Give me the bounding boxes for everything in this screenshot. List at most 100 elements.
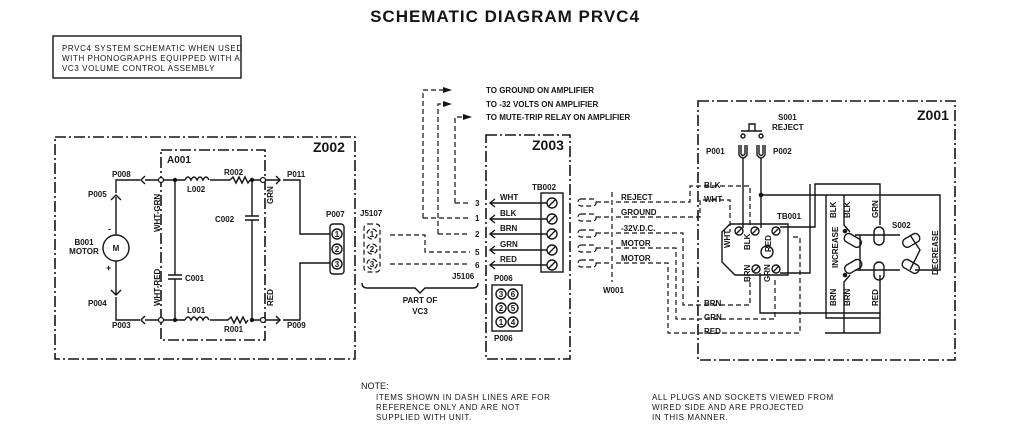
wht-grn-label: WHT-GRN: [153, 194, 162, 232]
s001-label: S001: [778, 113, 797, 122]
s002-blk: BLK: [829, 201, 838, 218]
note-line: ITEMS SHOWN IN DASH LINES ARE FOR: [376, 393, 551, 402]
tb002-wire-label: BRN: [500, 224, 518, 233]
s002-brn: BRN: [829, 288, 838, 306]
pin-number: 2: [475, 230, 480, 239]
note-heading: NOTE:: [361, 381, 389, 391]
red-label: RED: [704, 327, 721, 336]
p002-lug: [756, 145, 766, 228]
p006-pin: 1: [499, 318, 504, 327]
grn-label: GRN: [266, 186, 275, 204]
resistor-r002: [229, 175, 251, 185]
part-of-label: VC3: [412, 307, 428, 316]
tb001-grn: GRN: [763, 264, 772, 282]
tb001-blk: BLK: [743, 233, 752, 250]
tb002-terminal-block: [540, 192, 564, 273]
j5107-pin: 3: [370, 260, 375, 269]
z002-assembly: Z002 A001 M B001 MOTOR - + P005 P004 P00…: [54, 136, 356, 360]
motor-plus: +: [106, 263, 111, 273]
amp-line-mute: TO MUTE-TRIP RELAY ON AMPLIFIER: [486, 113, 631, 122]
p001-label: P001: [706, 147, 725, 156]
tb002-wire-label: WHT: [500, 193, 518, 202]
p006-pin: 3: [499, 290, 504, 299]
s002-blk: BLK: [843, 201, 852, 218]
reject-label: REJECT: [772, 123, 804, 132]
capacitor-c001: [168, 180, 182, 320]
s002-switch: [855, 234, 921, 271]
tb002-label: TB002: [532, 183, 557, 192]
diagram-title: SCHEMATIC DIAGRAM PRVC4: [370, 7, 640, 26]
p007-connector: [329, 223, 345, 275]
s001-pushbutton: [741, 123, 762, 132]
p007-pin: 1: [335, 230, 340, 239]
l001-label: L001: [187, 306, 206, 315]
w001-harness: REJECT GROUND -32V.D.C. MOTOR MOTOR W001: [577, 185, 801, 334]
blk-label: BLK: [704, 181, 721, 190]
tb001-label: TB001: [777, 212, 802, 221]
j5107-pin: 2: [370, 245, 375, 254]
part-of-vc3-brace: [361, 282, 479, 294]
r002-label: R002: [224, 168, 244, 177]
tb001-terminal-board: [721, 223, 789, 276]
p006-pin: 6: [511, 290, 516, 299]
inductor-l001: [184, 316, 210, 322]
note-line: WIRED SIDE AND ARE PROJECTED: [652, 403, 804, 412]
part-of-label: PART OF: [403, 296, 438, 305]
p008-label: P008: [112, 170, 131, 179]
p006-pin: 5: [511, 304, 516, 313]
grn-label: GRN: [704, 313, 722, 322]
p006-pin: 2: [499, 304, 504, 313]
j5107-pin: 1: [370, 230, 375, 239]
motor-minus: -: [108, 224, 111, 234]
r001-label: R001: [224, 325, 244, 334]
w001-line-reject: REJECT: [621, 193, 653, 202]
pin-number: 6: [475, 261, 480, 270]
increase-label: INCREASE: [831, 226, 840, 268]
s002-grn: GRN: [871, 200, 880, 218]
s002-label: S002: [892, 221, 911, 230]
p007-pin: 2: [335, 245, 340, 254]
a001-label: A001: [167, 155, 191, 166]
amp-line-ground: TO GROUND ON AMPLIFIER: [486, 86, 594, 95]
tb002-wire-label: RED: [500, 255, 517, 264]
s002-red: RED: [871, 289, 880, 306]
s002-brn: BRN: [843, 288, 852, 306]
p001-lug: [738, 145, 748, 228]
p003-label: P003: [112, 321, 131, 330]
z003-assembly: Z003 TB002 WHT BLK BRN GRN RED P006 3 6 …: [485, 134, 571, 360]
p009-label: P009: [287, 321, 306, 330]
p011-label: P011: [287, 170, 306, 179]
tb002-wire-label: GRN: [500, 240, 518, 249]
p007-label: P007: [326, 210, 345, 219]
w001-line-motor: MOTOR: [621, 254, 651, 263]
motor-m: M: [113, 244, 120, 253]
w001-line-ground: GROUND: [621, 208, 657, 217]
motor-label: MOTOR: [69, 247, 99, 256]
tb002-wire-label: BLK: [500, 209, 517, 218]
decrease-label: DECREASE: [931, 230, 940, 275]
j5107-label: J5107: [360, 209, 383, 218]
info-line: WITH PHONOGRAPHS EQUIPPED WITH A: [62, 54, 240, 63]
p005-label: P005: [88, 190, 107, 199]
resistor-r001: [227, 315, 249, 325]
z002-label: Z002: [313, 139, 345, 155]
wht-label: WHT: [704, 195, 722, 204]
motor-id: B001: [74, 238, 94, 247]
l002-label: L002: [187, 185, 206, 194]
j5106-label: J5106: [452, 272, 475, 281]
w001-label: W001: [603, 286, 624, 295]
info-box: PRVC4 SYSTEM SCHEMATIC WHEN USED WITH PH…: [52, 35, 243, 79]
z001-assembly: Z001 S001 REJECT P001 P002 BLK WHT BRN G…: [697, 100, 956, 361]
note-line: REFERENCE ONLY AND ARE NOT: [376, 403, 520, 412]
amp-line-32v: TO -32 VOLTS ON AMPLIFIER: [486, 100, 599, 109]
info-line: VC3 VOLUME CONTROL ASSEMBLY: [62, 64, 215, 73]
pin-number: 1: [475, 214, 480, 223]
tb001-brn: BRN: [743, 264, 752, 282]
p007-pin: 3: [335, 260, 340, 269]
info-line: PRVC4 SYSTEM SCHEMATIC WHEN USED: [62, 44, 243, 53]
note-line: ALL PLUGS AND SOCKETS VIEWED FROM: [652, 393, 834, 402]
notes: NOTE: ITEMS SHOWN IN DASH LINES ARE FOR …: [361, 381, 834, 422]
p006-label-top: P006: [494, 274, 513, 283]
p006-label-bottom: P006: [494, 334, 513, 343]
